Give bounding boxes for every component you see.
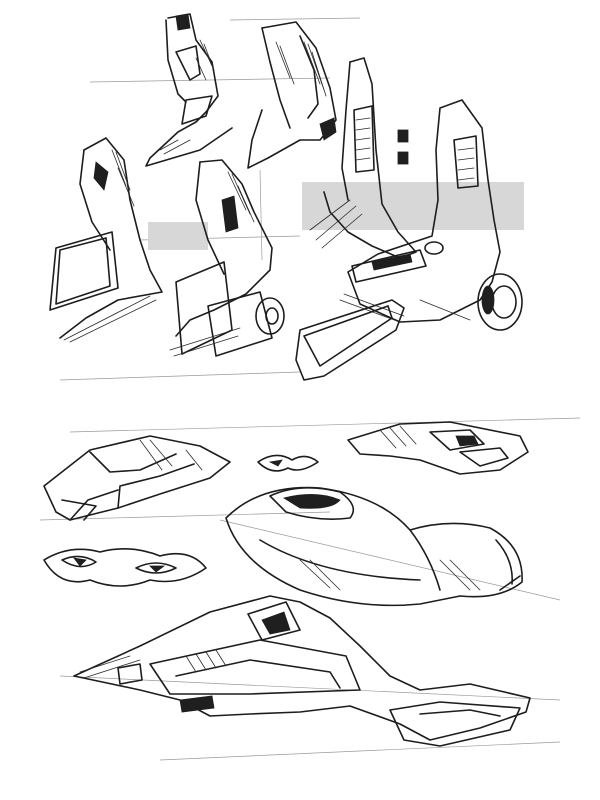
- tone-mark: [397, 129, 409, 143]
- tone-block: [302, 182, 524, 230]
- handle-sketch-e: [309, 57, 417, 259]
- tool-sketch-d: [169, 159, 285, 357]
- vehicle-sketch-1: [43, 435, 231, 521]
- tone-mark: [397, 151, 409, 165]
- vehicle-sketch-4: [73, 595, 531, 747]
- construction-lines: [39, 417, 581, 761]
- device-sketch-f: [295, 99, 523, 381]
- tone-block: [148, 222, 208, 250]
- tool-sketch-c: [49, 137, 163, 343]
- handle-sketch-a: [145, 13, 233, 167]
- vehicle-sketch-3: [225, 486, 523, 607]
- top-panel: [49, 13, 524, 381]
- vehicle-sketch-2: [347, 421, 529, 475]
- eye-sketch-small: [257, 454, 319, 472]
- eye-sketch-pair: [43, 548, 207, 587]
- bottom-panel: [39, 417, 581, 761]
- handle-sketch-b: [247, 21, 337, 169]
